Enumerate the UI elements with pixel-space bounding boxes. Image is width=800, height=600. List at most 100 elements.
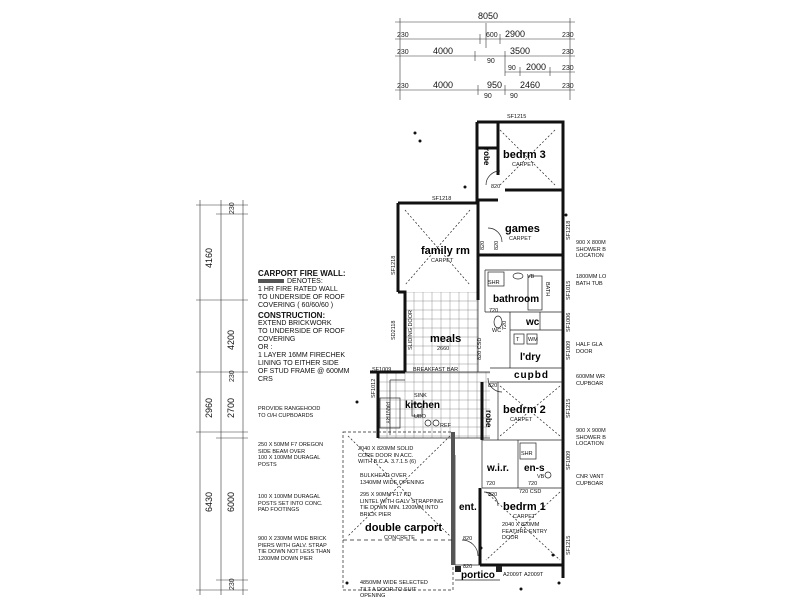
tag-vb2: VB bbox=[537, 474, 545, 480]
bath-fixture bbox=[527, 275, 543, 311]
tag-d820d: 820 bbox=[488, 383, 497, 389]
dim-r1-2: 2900 bbox=[505, 29, 525, 39]
room-meals: meals bbox=[430, 333, 461, 345]
tag-d720a: 720 bbox=[489, 308, 498, 314]
dim-r3-0: 90 bbox=[508, 65, 516, 72]
dim-r4-2: 950 bbox=[487, 80, 502, 90]
room-family-floor: CARPET bbox=[431, 258, 454, 264]
room-labels: bedrm 3 CARPET robe games CARPET family … bbox=[365, 148, 549, 581]
tag-bath: BATH bbox=[544, 282, 550, 296]
dim-r2-0: 230 bbox=[397, 49, 409, 56]
dim-left-2700: 2700 bbox=[226, 398, 236, 418]
room-wir: w.i.r. bbox=[486, 463, 509, 474]
dim-left-2960: 2960 bbox=[204, 398, 214, 418]
room-robe-top: robe bbox=[482, 148, 491, 166]
tag-sf1218-fam: SF1218 bbox=[432, 196, 451, 202]
room-bedrm1-floor: CARPET bbox=[513, 514, 536, 520]
tag-ref: REF bbox=[440, 423, 452, 429]
tag-sf1009-r: SF1009 bbox=[566, 341, 572, 360]
tag-shr1: SHR bbox=[488, 280, 500, 286]
legend-title: CARPORT FIRE WALL: bbox=[258, 269, 346, 278]
tag-wc-t: WC bbox=[492, 328, 501, 334]
tag-d720c: 720 bbox=[486, 481, 495, 487]
tag-d820g: 820 bbox=[463, 564, 472, 570]
tag-sf1215-top: SF1215 bbox=[507, 114, 526, 120]
legend-construction: CONSTRUCTION: bbox=[258, 311, 326, 320]
room-games-floor: CARPET bbox=[509, 236, 532, 242]
fixtures bbox=[345, 129, 568, 591]
room-bedrm2: bedrm 2 bbox=[503, 404, 546, 416]
legend-denotes: DENOTES: bbox=[287, 278, 323, 285]
room-meals-floor: 2660 bbox=[437, 346, 449, 352]
room-portico: portico bbox=[461, 570, 495, 581]
tag-d720d: 720 bbox=[528, 481, 537, 487]
dim-left-6430: 6430 bbox=[204, 492, 214, 512]
toilet-fixture bbox=[493, 315, 503, 329]
cooktop-ring bbox=[424, 419, 432, 427]
legend-or: OR : bbox=[258, 344, 273, 351]
tag-breakfast-bar: BREAKFAST BAR bbox=[413, 367, 458, 373]
dim-r1-3: 230 bbox=[562, 32, 574, 39]
left-dimensions: 4160 4200 2960 6430 230 230 2700 6000 23… bbox=[196, 200, 248, 595]
carport-fire-wall-legend: CARPORT FIRE WALL: DENOTES: 1 HR FIRE RA… bbox=[258, 268, 368, 384]
tag-sf1012: SF1012 bbox=[371, 379, 377, 398]
sink-fixture bbox=[411, 403, 423, 417]
vanity-basin-top bbox=[512, 272, 524, 280]
dim-left-4160: 4160 bbox=[204, 248, 214, 268]
shower-fixture-bottom bbox=[519, 442, 537, 460]
tag-sf1009: SF1009 bbox=[372, 367, 391, 373]
trough-box bbox=[513, 333, 525, 345]
tag-sliding-door: SLIDING DOOR bbox=[408, 310, 414, 350]
tag-ubo: UBO bbox=[414, 414, 427, 420]
room-cupbd: cupbd bbox=[514, 370, 549, 381]
tag-sink: SINK bbox=[414, 393, 427, 399]
tag-sd2118: SD2118 bbox=[391, 321, 397, 340]
tag-csd2: 720 CSD bbox=[519, 489, 541, 495]
dim-left-230b: 230 bbox=[229, 370, 236, 382]
room-carport-floor: CONCRETE bbox=[384, 535, 415, 541]
legend-denotes-3: COVERING ( 60/60/60 ) bbox=[258, 302, 334, 309]
tag-d820b: 820 bbox=[480, 241, 486, 250]
room-pantry: PANTRY bbox=[384, 402, 390, 424]
walls bbox=[342, 120, 565, 591]
washing-machine-box bbox=[526, 333, 538, 345]
dim-r4b-0: 90 bbox=[484, 93, 492, 100]
vanity-basin-bottom bbox=[544, 471, 552, 479]
room-kitchen: kitchen bbox=[405, 400, 440, 411]
tag-sf1015-r: SF1015 bbox=[566, 281, 572, 300]
legend-or-4: CRS bbox=[258, 376, 273, 383]
dim-r4-1: 4000 bbox=[433, 80, 453, 90]
tag-wm: WM bbox=[528, 337, 538, 343]
tag-t: T bbox=[516, 337, 520, 343]
dim-r3-2: 230 bbox=[562, 65, 574, 72]
tag-sf1215-r: SF1215 bbox=[566, 399, 572, 418]
tag-d720b: 720 bbox=[502, 321, 508, 330]
legend-construction-3: COVERING bbox=[258, 336, 296, 343]
tag-a2009t-b: A2009T bbox=[524, 572, 544, 578]
dim-left-6000: 6000 bbox=[226, 492, 236, 512]
room-carport: double carport bbox=[365, 522, 442, 534]
tag-a2009t-a: A2009T bbox=[503, 572, 523, 578]
tag-d820a: 820 bbox=[491, 184, 500, 190]
room-robe-mid: robe bbox=[484, 410, 493, 428]
dim-r1-0: 230 bbox=[397, 32, 409, 39]
tag-d820f: 820 bbox=[463, 536, 472, 542]
pantry-box bbox=[379, 397, 401, 429]
room-ens: en-s bbox=[524, 463, 545, 474]
room-bedrm3: bedrm 3 bbox=[503, 149, 546, 161]
tag-sf1218-left: SF1218 bbox=[391, 256, 397, 275]
dim-r1-1: 600 bbox=[486, 32, 498, 39]
room-games: games bbox=[505, 223, 540, 235]
dim-left-4200: 4200 bbox=[226, 330, 236, 350]
tag-sf1009-r2: SF1009 bbox=[566, 451, 572, 470]
dim-r4-3: 2460 bbox=[520, 80, 540, 90]
legend-denotes-2: TO UNDERSIDE OF ROOF bbox=[258, 294, 345, 301]
legend-denotes-1: 1 HR FIRE RATED WALL bbox=[258, 286, 338, 293]
dim-r4-4: 230 bbox=[562, 83, 574, 90]
tag-d820c: 820 bbox=[494, 241, 500, 250]
dim-r2-2: 3500 bbox=[510, 46, 530, 56]
legend-or-2: LINING TO EITHER SIDE bbox=[258, 360, 339, 367]
legend-denotes-row: DENOTES: bbox=[258, 278, 368, 286]
room-family: family rm bbox=[421, 245, 470, 257]
dim-r4b-1: 90 bbox=[510, 93, 518, 100]
